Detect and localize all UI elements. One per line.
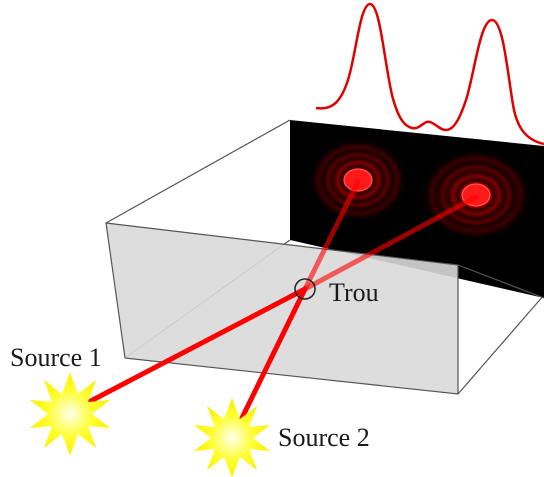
box-edge-back-top bbox=[105, 119, 291, 224]
beam-pinhole-to-spot2 bbox=[302, 194, 479, 292]
beam-pinhole-to-spot1 bbox=[302, 179, 361, 292]
star-icon bbox=[194, 398, 270, 477]
light-beams bbox=[82, 179, 479, 425]
source-2-star bbox=[194, 398, 270, 477]
beam-source1-to-pinhole bbox=[82, 286, 308, 407]
source-1-star bbox=[30, 372, 110, 456]
box-front-face bbox=[105, 222, 459, 395]
source-2-label: Source 2 bbox=[278, 423, 370, 452]
beam-source2-to-pinhole bbox=[237, 286, 308, 425]
box-edge-top-right bbox=[457, 264, 544, 299]
star-icon bbox=[30, 372, 110, 456]
box-edge-bottom-right bbox=[457, 294, 544, 395]
source-1-label: Source 1 bbox=[10, 343, 102, 372]
pinhole-label: Trou bbox=[329, 278, 379, 307]
pinhole bbox=[294, 278, 316, 300]
intensity-profile-curve bbox=[315, 2, 544, 146]
